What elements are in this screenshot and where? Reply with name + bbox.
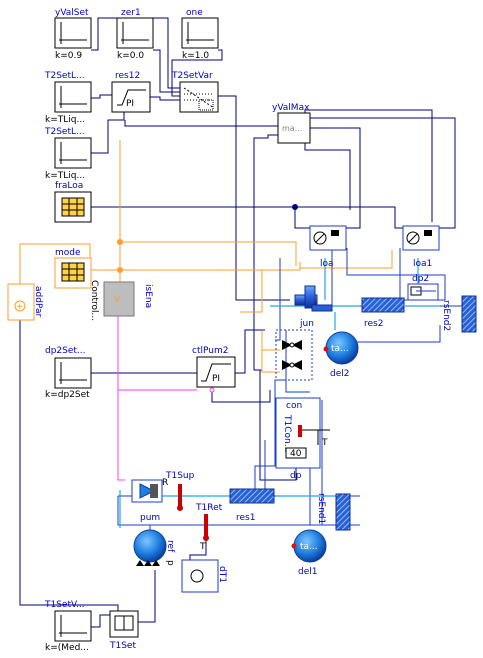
del2-ta: ta...: [331, 344, 349, 354]
ref-volume[interactable]: ref p: [133, 529, 175, 566]
yValSet-param: k=0.9: [55, 51, 82, 61]
dT1-block[interactable]: dT1: [181, 559, 227, 593]
del2-volume[interactable]: ta... del2: [323, 331, 359, 379]
pum-label: pum: [140, 513, 160, 523]
T2SetLiq-label: T2SetL...: [44, 71, 85, 81]
addPar-block[interactable]: + addPar: [7, 283, 43, 321]
dp2-label: dp2: [412, 274, 429, 284]
res1-label: res1: [236, 513, 255, 523]
yValMax-label: yValMax: [272, 103, 310, 113]
T2SetLiq2-param: k=TLiq...: [45, 171, 85, 181]
ctlPum2-label: ctlPum2: [192, 346, 228, 356]
junction-dot: [292, 204, 298, 210]
del1-port: [291, 543, 297, 549]
del1-volume[interactable]: ta... del1: [291, 529, 327, 577]
addPar-plus: +: [16, 302, 24, 312]
pump2-valves[interactable]: [275, 329, 313, 381]
ctlPum2-block[interactable]: ctlPum2 PI: [192, 346, 236, 393]
T-sensor[interactable]: T: [298, 425, 330, 448]
del2-port: [323, 346, 329, 352]
yValMax-inner: ma...: [282, 124, 302, 133]
control-label: Control...: [89, 280, 99, 321]
T1Sup-sensor[interactable]: T1Sup: [165, 471, 195, 511]
R-label: R: [162, 478, 168, 488]
con-label: con: [286, 401, 302, 411]
del2-label: del2: [330, 369, 349, 379]
T1Ret-T: T: [199, 542, 206, 552]
T2SetVar-label: T2SetVar: [171, 71, 213, 81]
res1-component[interactable]: res1: [229, 488, 275, 523]
boolean-wires: [117, 305, 197, 481]
del1-label: del1: [298, 567, 317, 577]
T2SetLiq2-label: T2SetL...: [44, 127, 85, 137]
one-block[interactable]: one k=1.0: [181, 8, 219, 61]
T1SetV-block[interactable]: T1SetV... k=(Med...: [44, 600, 92, 653]
loa-component[interactable]: loa: [309, 225, 347, 269]
res12-block[interactable]: res12 PI: [111, 71, 151, 113]
del1-ta: ta...: [300, 542, 318, 552]
con-component[interactable]: con T1Con... 40 dp: [275, 397, 321, 481]
int-junction-2: [117, 239, 123, 245]
loa1-component[interactable]: loa1: [402, 225, 440, 269]
yValSet-label: yValSet: [55, 8, 89, 18]
dp2Set-param: k=dp2Set: [45, 390, 90, 400]
loa1-label: loa1: [413, 259, 432, 269]
rsEnd1-label: rsEnd1: [316, 493, 326, 524]
res2-component[interactable]: res2: [361, 297, 405, 329]
T2SetLiq-block[interactable]: T2SetL... k=TLiq...: [44, 71, 92, 125]
rsEnd2-label: rsEnd2: [441, 300, 451, 331]
control-block[interactable]: Control... V isEna: [89, 239, 153, 321]
int-junction: [117, 267, 123, 273]
res12-PI: PI: [126, 99, 134, 109]
res2-label: res2: [364, 319, 383, 329]
T2SetVar-block[interactable]: T2SetVar: [171, 71, 219, 113]
fraLoa-block[interactable]: fraLoa: [54, 181, 92, 223]
yValMax-block[interactable]: yValMax ma...: [272, 103, 311, 144]
T1Ret-sensor[interactable]: T1Ret T: [195, 503, 223, 552]
dp-label: dp: [290, 471, 302, 481]
T1Set-block[interactable]: T1Set: [109, 610, 139, 651]
T1Con-label: T1Con...: [282, 414, 292, 452]
T1Ret-label: T1Ret: [195, 503, 223, 513]
jun-label: jun: [299, 319, 314, 329]
dp2Set-label: dp2Set...: [45, 346, 86, 356]
T1SetV-label: T1SetV...: [44, 600, 85, 610]
one-label: one: [186, 8, 203, 18]
yValSet-block[interactable]: yValSet k=0.9: [54, 8, 92, 61]
ref-label: ref: [165, 540, 175, 553]
res12-label: res12: [115, 71, 140, 81]
mode-label: mode: [55, 248, 81, 258]
T1SetV-param: k=(Med...: [45, 643, 89, 653]
rsEnd2-component[interactable]: rsEnd2: [441, 295, 477, 333]
isEna-label: isEna: [143, 284, 153, 308]
mode-block[interactable]: mode: [54, 248, 92, 289]
loa-label: loa: [320, 259, 334, 269]
T2SetLiq-param: k=TLiq...: [45, 115, 85, 125]
dp2-sensor[interactable]: dp2: [407, 274, 439, 301]
pum-component[interactable]: pum R: [131, 478, 168, 523]
fraLoa-label: fraLoa: [55, 181, 83, 191]
dp-value: 40: [290, 449, 302, 459]
jun-component[interactable]: jun: [294, 285, 333, 329]
rsEnd1-component[interactable]: rsEnd1: [316, 493, 351, 531]
dT1-label: dT1: [217, 566, 227, 583]
one-param: k=1.0: [182, 51, 209, 61]
addPar-label: addPar: [33, 286, 43, 317]
control-v: V: [114, 295, 121, 305]
T1Set-label: T1Set: [109, 641, 136, 651]
ctlPum2-PI: PI: [212, 374, 220, 384]
zer1-param: k=0.0: [117, 51, 144, 61]
T2SetLiq2-block[interactable]: T2SetL... k=TLiq...: [44, 127, 92, 181]
zer1-block[interactable]: zer1 k=0.0: [116, 8, 154, 61]
T1Sup-label: T1Sup: [165, 471, 195, 481]
dp2Set-block[interactable]: dp2Set... k=dp2Set: [45, 346, 92, 400]
T-label: T: [321, 438, 328, 448]
ref-p: p: [165, 560, 175, 566]
zer1-label: zer1: [121, 8, 141, 18]
